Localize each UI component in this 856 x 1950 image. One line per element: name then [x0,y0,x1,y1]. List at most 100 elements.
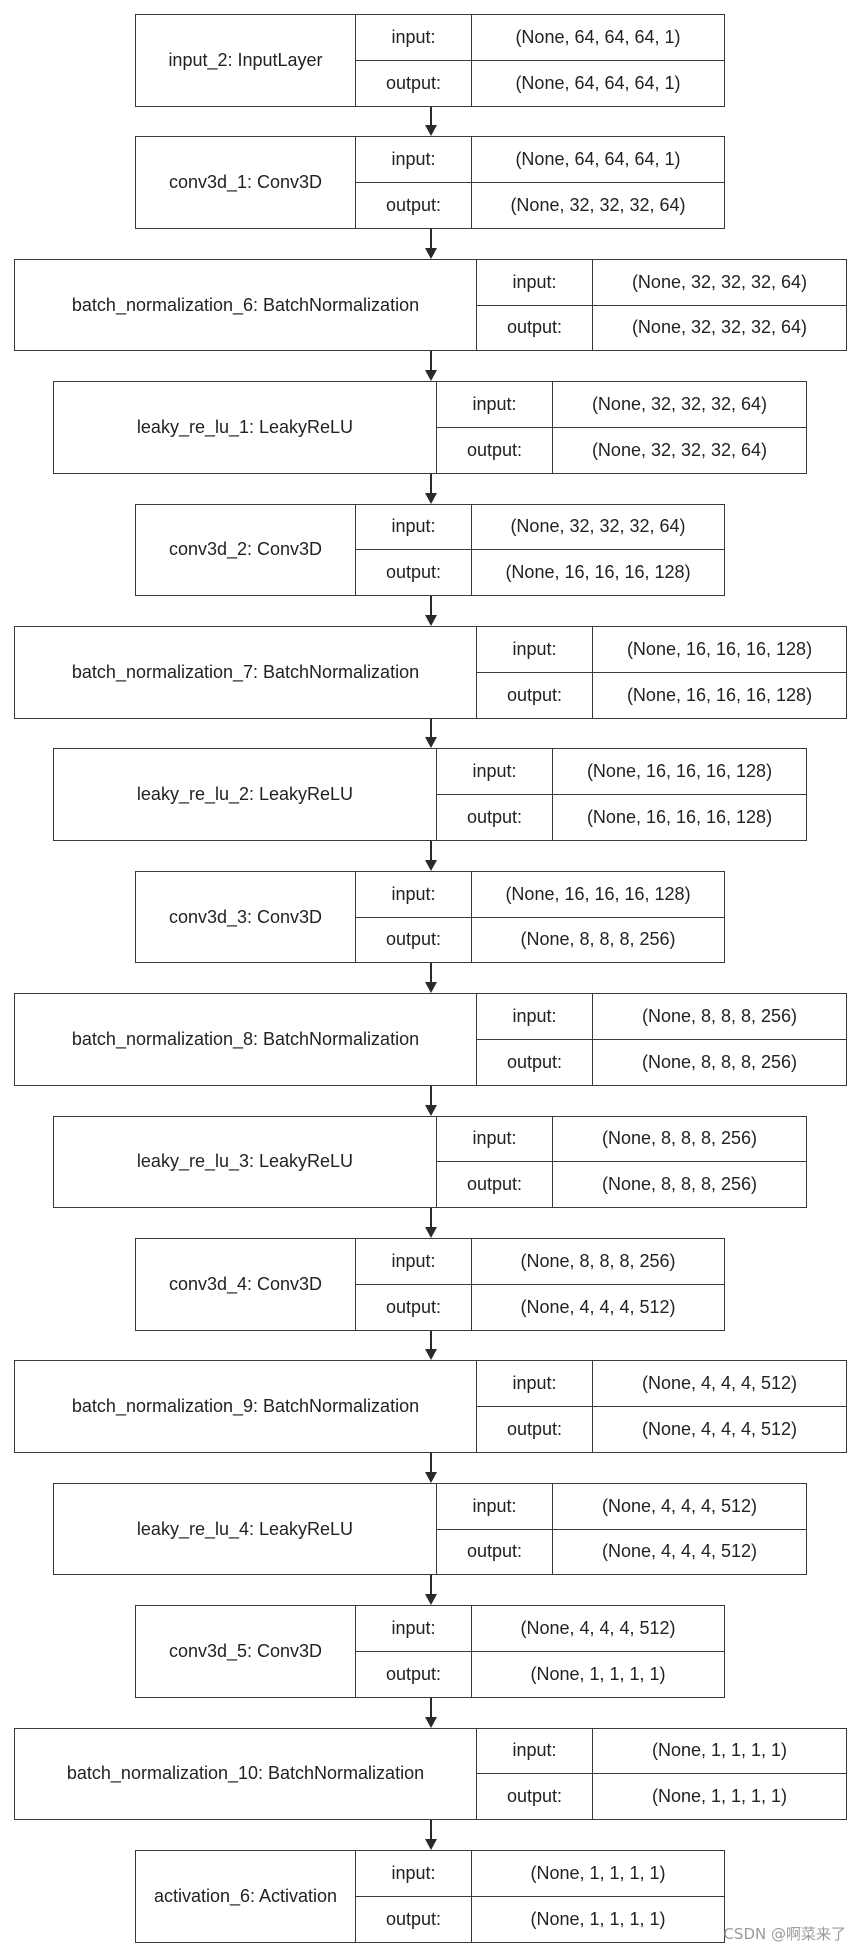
input-shape: (None, 4, 4, 4, 512) [520,1618,676,1639]
input-shape: (None, 4, 4, 4, 512) [641,1373,798,1394]
output-shape-row: output: (None, 32, 32, 32, 64) [356,182,724,228]
input-shape-row: input:(None, 8, 8, 8, 256) [356,1239,724,1284]
output-label: output: [356,183,472,228]
input-shape: (None, 16, 16, 16, 128) [586,761,773,782]
layer-name: batch_normalization_9: BatchNormalizatio… [15,1361,477,1452]
input-shape-row: input:(None, 1, 1, 1, 1) [356,1851,724,1896]
layer-ports: input:(None, 4, 4, 4, 512)output:(None, … [477,1361,846,1452]
layer-node: batch_normalization_10: BatchNormalizati… [14,1727,847,1821]
input-label: input: [356,504,472,550]
input-label: input: [356,15,472,60]
arrow-head-icon [424,614,437,626]
layer-name: leaky_re_lu_2: LeakyReLU [54,749,437,840]
layer-ports: input:(None, 1, 1, 1, 1)output:(None, 1,… [356,1851,724,1942]
input-label: input: [437,1116,553,1162]
output-shape: (None, 32, 32, 32, 64) [510,195,686,216]
layer-ports: input:(None, 4, 4, 4, 512)output:(None, … [437,1483,806,1575]
arrow-shaft [430,596,432,616]
input-label: input: [437,382,553,427]
input-shape-row: input: (None, 4, 4, 4, 512) [477,1361,846,1407]
arrow-head-icon [424,859,437,871]
layer-name: conv3d_1: Conv3D [136,137,356,228]
input-label: input: [477,994,593,1039]
layer-node: batch_normalization_8: BatchNormalizatio… [14,993,847,1086]
arrow-shaft [430,228,432,249]
input-label: input: [437,1483,553,1529]
arrow-shaft [430,351,432,372]
output-label: output: [437,795,553,840]
input-shape-row: input:(None, 64, 64, 64, 1) [356,15,724,60]
layer-ports: input:(None, 8, 8, 8, 256)output:(None, … [356,1239,724,1330]
arrow-shaft [430,718,432,739]
arrow-shaft [430,1575,432,1596]
input-shape: (None, 4, 4, 4, 512) [601,1495,758,1516]
arrow-shaft [430,1452,432,1473]
output-label: output: [356,550,472,596]
output-shape: (None, 1, 1, 1, 1) [651,1786,788,1807]
layer-name: leaky_re_lu_1: LeakyReLU [54,382,437,473]
output-shape: (None, 16, 16, 16, 128) [586,807,773,828]
input-label: input: [356,1239,472,1284]
input-shape-row: input:(None, 32, 32, 32, 64) [437,382,806,427]
input-shape-row: input:(None, 16, 16, 16, 128) [356,871,724,917]
output-shape-row: output:(None, 4, 4, 4, 512) [477,1406,846,1452]
layer-node: batch_normalization_7: BatchNormalizatio… [14,626,847,719]
layer-ports: input:(None, 32, 32, 32, 64)output:(None… [356,504,724,596]
arrow-head-icon [424,1104,437,1116]
output-label: output: [356,1651,472,1697]
layer-ports: input: (None, 64, 64, 64, 1) output: (None,… [356,137,724,228]
arrow-shaft [430,473,432,494]
output-shape-row: output:(None, 8, 8, 8, 256) [437,1161,806,1208]
input-shape-row: input:(None, 32, 32, 32, 64) [356,504,724,550]
input-shape: (None, 8, 8, 8, 256) [601,1128,758,1149]
output-label: output: [477,1039,593,1085]
output-shape: (None, 32, 32, 32, 64) [591,439,768,460]
input-label: input: [356,1851,472,1896]
input-label: input: [477,259,593,305]
layer-name: conv3d_2: Conv3D [136,504,356,596]
layer-ports: input:(None, 64, 64, 64, 1)output:(None,… [356,15,724,106]
layer-name: conv3d_5: Conv3D [136,1606,356,1697]
input-shape-row: input: (None, 64, 64, 64, 1) [356,137,724,183]
layer-ports: input:(None, 4, 4, 4, 512)output:(None, … [356,1606,724,1697]
output-label: output: [477,672,593,718]
input-shape: (None, 16, 16, 16, 128) [626,638,813,659]
input-label: input: [437,749,553,795]
arrow-shaft [430,963,432,984]
output-shape: (None, 8, 8, 8, 256) [601,1174,758,1195]
input-shape-row: input:(None, 32, 32, 32, 64) [477,259,846,305]
output-shape-row: output:(None, 32, 32, 32, 64) [477,304,846,351]
arrow-head-icon [424,1471,437,1483]
output-shape: (None, 32, 32, 32, 64) [631,317,808,338]
layer-name: activation_6: Activation [136,1851,356,1942]
output-shape: (None, 4, 4, 4, 512) [601,1541,758,1562]
input-shape-row: input: (None, 8, 8, 8, 256) [437,1116,806,1162]
input-shape-row: input: (None, 16, 16, 16, 128) [437,749,806,795]
layer-node: batch_normalization_6: BatchNormalizatio… [14,258,847,352]
layer-name: leaky_re_lu_3: LeakyReLU [54,1116,437,1208]
arrow-shaft [430,840,432,861]
input-shape-row: input:(None, 16, 16, 16, 128) [477,627,846,672]
input-label: input: [477,1361,593,1407]
arrow-head-icon [424,1226,437,1238]
input-shape: (None, 64, 64, 64, 1) [515,149,681,170]
output-shape-row: output:(None, 32, 32, 32, 64) [437,426,806,473]
output-shape: (None, 4, 4, 4, 512) [520,1296,676,1317]
output-shape: (None, 4, 4, 4, 512) [641,1419,798,1440]
output-label: output: [477,1774,593,1820]
layer-name: leaky_re_lu_4: LeakyReLU [54,1483,437,1575]
arrow-head-icon [424,247,437,259]
output-shape-row: output:(None, 4, 4, 4, 512) [356,1283,724,1330]
layer-name: batch_normalization_7: BatchNormalizatio… [15,627,477,718]
input-label: input: [356,137,472,183]
arrow-head-icon [424,1838,437,1850]
